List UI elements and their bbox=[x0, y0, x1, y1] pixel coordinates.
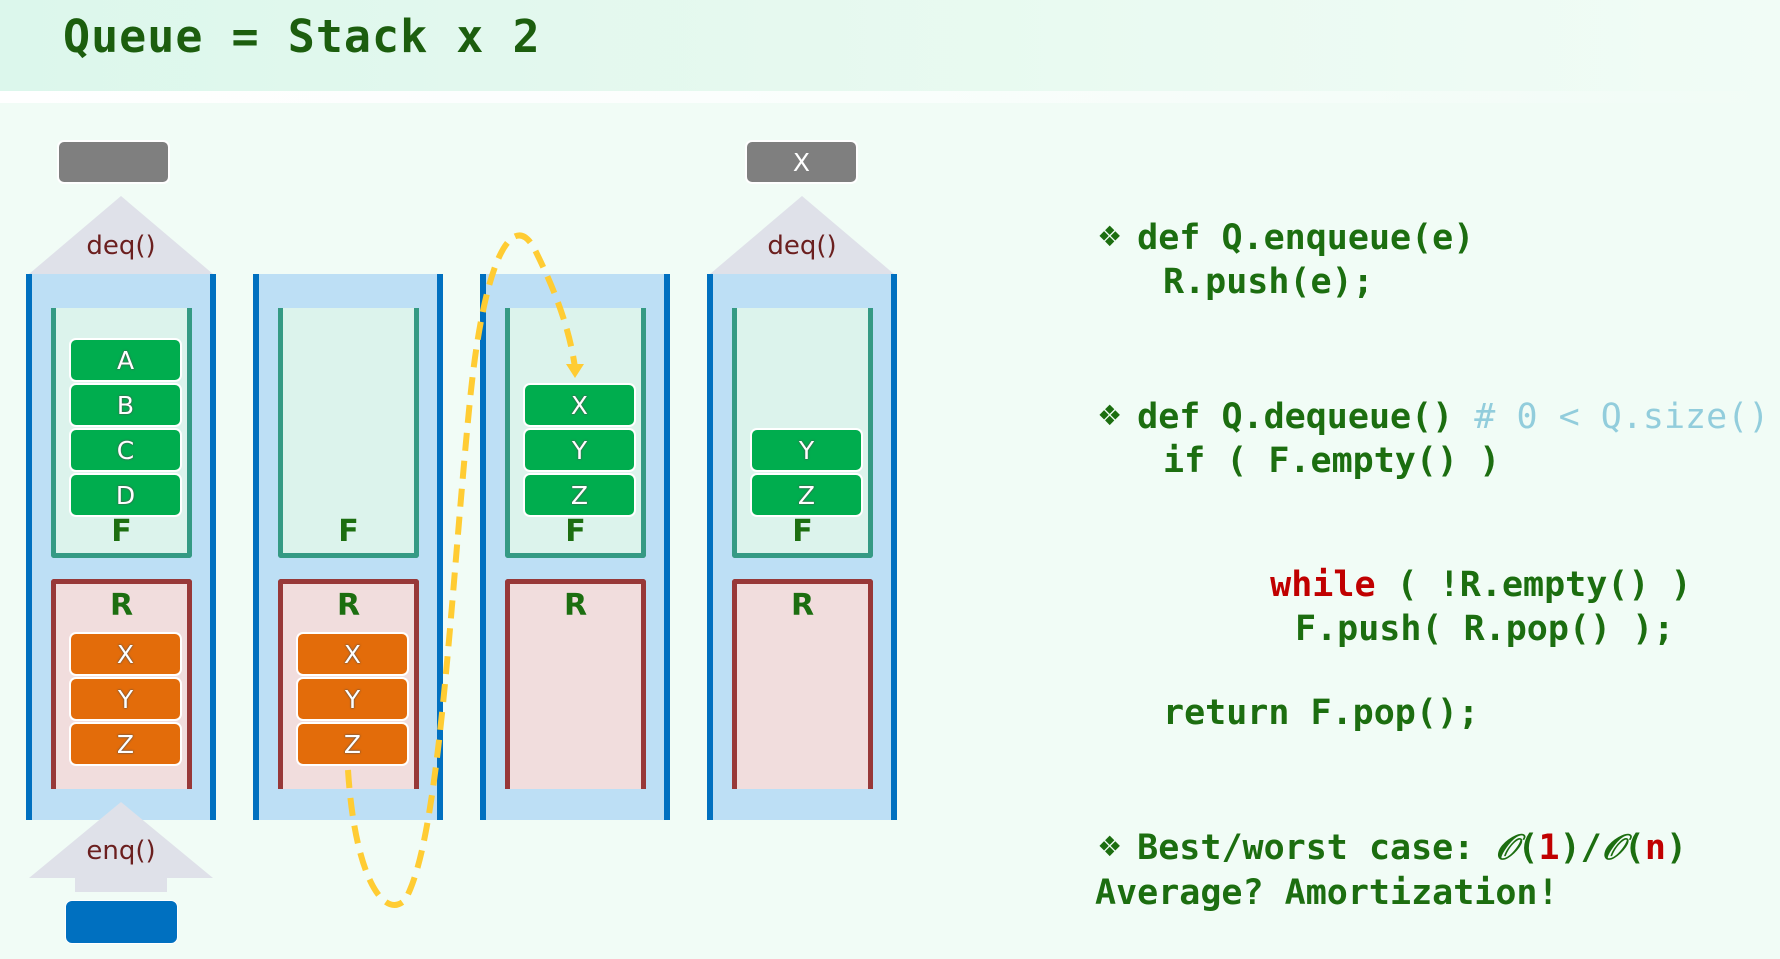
rear-stack: R X Y Z bbox=[51, 579, 192, 789]
dequeue-output-box: X bbox=[745, 140, 858, 184]
front-stack-label: F bbox=[565, 514, 586, 549]
front-stack: X Y Z F bbox=[505, 308, 646, 558]
dequeue-arrow: deq() bbox=[710, 196, 894, 286]
rear-item: Z bbox=[69, 722, 182, 766]
rear-item: X bbox=[69, 632, 182, 676]
return-statement: return F.pop(); bbox=[1163, 693, 1480, 733]
stack-pair-column-4: Y Z F R bbox=[707, 274, 897, 820]
complexity-label: Best/worst case: bbox=[1137, 828, 1496, 868]
title-separator bbox=[0, 91, 1780, 103]
rear-item: X bbox=[296, 632, 409, 676]
paren: ( bbox=[1517, 828, 1539, 868]
front-stack-label: F bbox=[792, 514, 813, 549]
big-o-symbol: 𝒪 bbox=[1601, 828, 1624, 868]
dequeue-label: deq() bbox=[767, 231, 837, 261]
rear-stack-label: R bbox=[790, 588, 815, 623]
rear-stack-label: R bbox=[109, 588, 134, 623]
front-item: D bbox=[69, 473, 182, 517]
stack-pair-column-1: A B C D F R X Y Z bbox=[26, 274, 216, 820]
dequeue-def-text: def Q.dequeue() bbox=[1137, 397, 1454, 437]
dequeue-label: deq() bbox=[86, 231, 156, 261]
push-statement: F.push( R.pop() ); bbox=[1295, 609, 1675, 649]
enqueue-label: enq() bbox=[86, 836, 156, 866]
front-item: Z bbox=[523, 473, 636, 517]
average-line: Average? Amortization! bbox=[1095, 873, 1559, 913]
up-arrow-icon bbox=[29, 802, 213, 892]
front-item: Y bbox=[523, 428, 636, 472]
diamond-bullet-icon: ❖ bbox=[1097, 830, 1123, 863]
enqueue-arrow: enq() bbox=[29, 802, 213, 892]
big-o-symbol: 𝒪 bbox=[1495, 828, 1518, 868]
rear-item: Y bbox=[296, 677, 409, 721]
enqueue-body: R.push(e); bbox=[1163, 262, 1374, 302]
front-item: C bbox=[69, 428, 182, 472]
diamond-bullet-icon: ❖ bbox=[1097, 399, 1123, 432]
front-item: Z bbox=[750, 473, 863, 517]
front-stack-label: F bbox=[111, 514, 132, 549]
front-item: A bbox=[69, 338, 182, 382]
if-statement: if ( F.empty() ) bbox=[1163, 441, 1501, 481]
front-stack-label: F bbox=[338, 514, 359, 549]
enqueue-input-box bbox=[65, 900, 178, 944]
separator: )/ bbox=[1559, 828, 1602, 868]
dequeue-arrow: deq() bbox=[29, 196, 213, 286]
enqueue-definition: ❖ def Q.enqueue(e) bbox=[1055, 178, 1474, 258]
dequeue-output-value: X bbox=[792, 147, 811, 177]
rear-item: Y bbox=[69, 677, 182, 721]
worst-case-value: n bbox=[1644, 828, 1666, 868]
rear-stack: R bbox=[732, 579, 873, 789]
dequeue-definition: ❖ def Q.dequeue() # 0 < Q.size() bbox=[1055, 357, 1769, 437]
best-case-value: 1 bbox=[1538, 828, 1560, 868]
front-item: Y bbox=[750, 428, 863, 472]
title-bar bbox=[0, 0, 1780, 91]
front-stack: F bbox=[278, 308, 419, 558]
precondition-comment: # 0 < Q.size() bbox=[1453, 397, 1770, 437]
stack-pair-column-3: X Y Z F R bbox=[480, 274, 670, 820]
rear-stack: R bbox=[505, 579, 646, 789]
front-item: X bbox=[523, 383, 636, 427]
front-item: B bbox=[69, 383, 182, 427]
page-title: Queue = Stack x 2 bbox=[63, 10, 541, 63]
paren: ) bbox=[1665, 828, 1688, 868]
rear-item: Z bbox=[296, 722, 409, 766]
rear-stack-label: R bbox=[563, 588, 588, 623]
front-stack: Y Z F bbox=[732, 308, 873, 558]
front-stack: A B C D F bbox=[51, 308, 192, 558]
rear-stack-label: R bbox=[336, 588, 361, 623]
enqueue-def-text: def Q.enqueue(e) bbox=[1137, 218, 1475, 258]
dequeue-output-box bbox=[57, 140, 170, 184]
complexity-line: ❖Best/worst case: 𝒪(1)/𝒪(n) bbox=[1055, 788, 1687, 868]
while-condition: ( !R.empty() ) bbox=[1375, 565, 1692, 605]
while-statement: while ( !R.empty() ) bbox=[1228, 525, 1692, 605]
paren: ( bbox=[1623, 828, 1645, 868]
diamond-bullet-icon: ❖ bbox=[1097, 220, 1123, 253]
while-keyword: while bbox=[1270, 565, 1376, 605]
stack-pair-column-2: F R X Y Z bbox=[253, 274, 443, 820]
rear-stack: R X Y Z bbox=[278, 579, 419, 789]
